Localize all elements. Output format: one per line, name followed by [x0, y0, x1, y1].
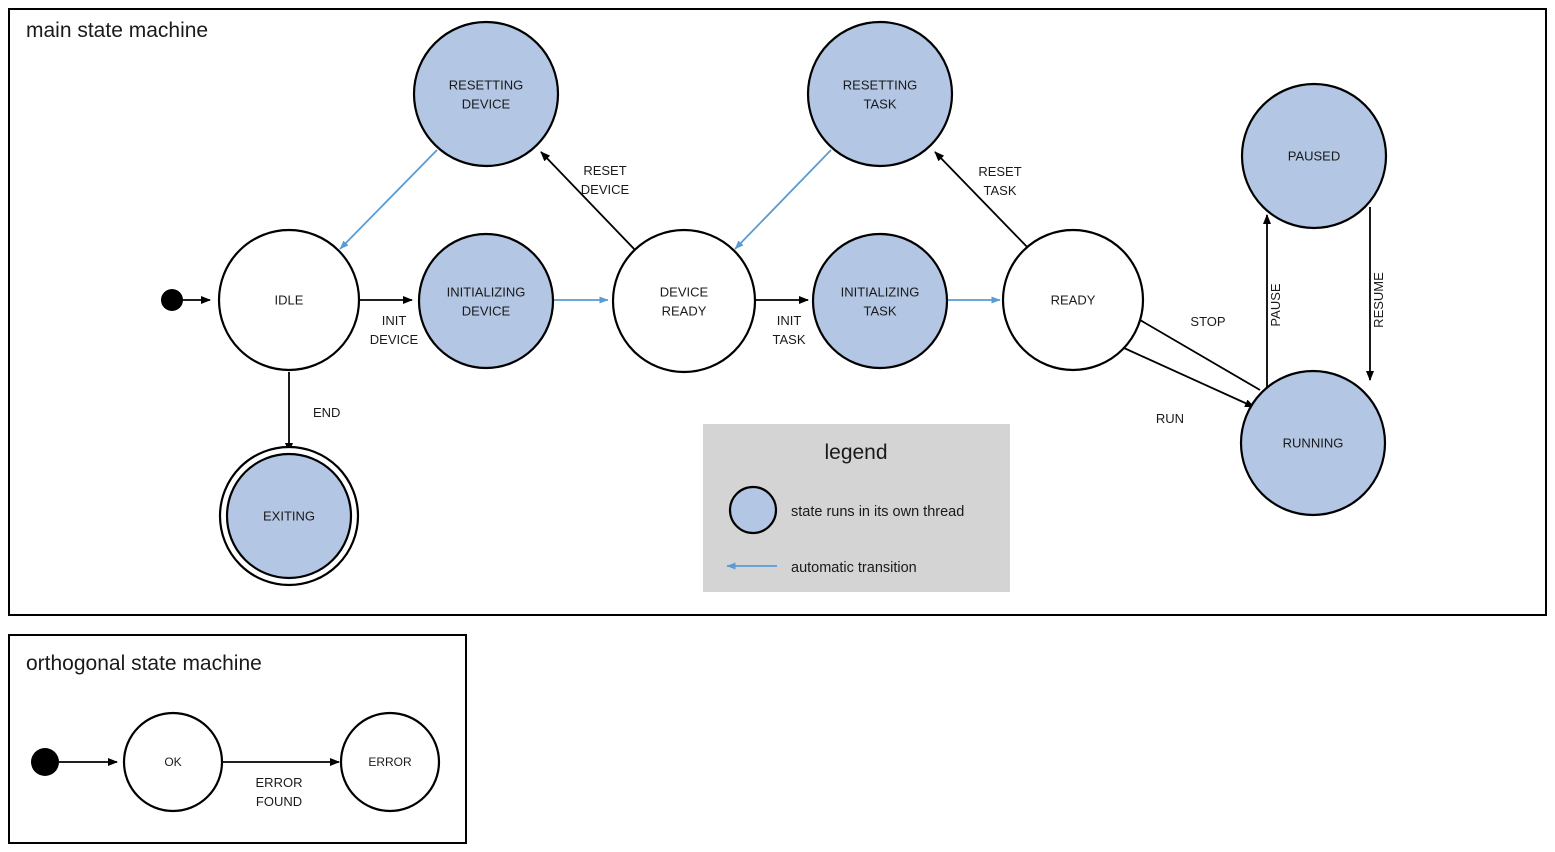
edge-label-init-device-line1: INIT — [382, 313, 407, 328]
edge-label-error-found-line1: ERROR — [256, 775, 303, 790]
state-label-resetting-device-line1: RESETTING — [449, 77, 523, 92]
edge-label-error-found-line2: FOUND — [256, 794, 302, 809]
edge-label-stop: STOP — [1190, 314, 1225, 329]
edge-resetting-task-to-device-ready — [734, 149, 832, 250]
state-node-resetting-device[interactable]: RESETTING DEVICE — [412, 20, 560, 168]
state-label-ready: READY — [1051, 292, 1096, 307]
state-label-device-ready-line1: DEVICE — [660, 284, 709, 299]
edge-device-ready-to-resetting-device — [540, 151, 638, 253]
state-shape-ready[interactable] — [1001, 228, 1145, 372]
state-shape-paused[interactable] — [1240, 82, 1388, 230]
edge-label-resume: RESUME — [1371, 272, 1386, 328]
state-label-resetting-task-line2: TASK — [864, 96, 897, 111]
legend-entry-threaded-state-text: state runs in its own thread — [791, 504, 964, 520]
edge-label-pause: PAUSE — [1268, 283, 1283, 326]
edge-label-reset-task-line2: TASK — [984, 183, 1017, 198]
edge-label-reset-device-line2: DEVICE — [581, 182, 630, 197]
edge-ready-to-resetting-task — [934, 151, 1033, 253]
state-shape-device-ready[interactable] — [611, 228, 757, 374]
state-label-initializing-device-line2: DEVICE — [462, 303, 511, 318]
state-node-paused[interactable]: PAUSED — [1240, 82, 1388, 230]
state-node-resetting-task[interactable]: RESETTING TASK — [806, 20, 954, 168]
edge-label-reset-task-line1: RESET — [978, 164, 1021, 179]
state-node-ok[interactable]: OK — [122, 711, 224, 813]
edge-label-run: RUN — [1156, 411, 1184, 426]
state-label-initializing-task-line1: INITIALIZING — [841, 284, 920, 299]
state-node-initializing-device[interactable]: INITIALIZING DEVICE — [417, 232, 555, 370]
edge-label-end: END — [313, 405, 340, 420]
state-label-error: ERROR — [368, 755, 412, 769]
state-label-initializing-device-line1: INITIALIZING — [447, 284, 526, 299]
edge-label-reset-device-line1: RESET — [583, 163, 626, 178]
state-shape-error[interactable] — [339, 711, 441, 813]
legend-swatch-circle-icon — [728, 485, 778, 535]
state-shape-ok[interactable] — [122, 711, 224, 813]
legend-title: legend — [824, 441, 887, 464]
state-shape-resetting-device[interactable] — [412, 20, 560, 168]
edge-label-init-task-line2: TASK — [773, 332, 806, 347]
state-shape-initializing-task[interactable] — [811, 232, 949, 370]
state-label-running: RUNNING — [1283, 435, 1344, 450]
main-frame-title: main state machine — [26, 19, 208, 42]
state-shape-idle[interactable] — [217, 228, 361, 372]
orthogonal-frame-title: orthogonal state machine — [26, 652, 262, 675]
state-shape-resetting-task[interactable] — [806, 20, 954, 168]
edge-resetting-device-to-idle — [339, 149, 438, 250]
state-node-device-ready[interactable]: DEVICE READY — [611, 228, 757, 374]
state-label-resetting-device-line2: DEVICE — [462, 96, 511, 111]
legend-entry-automatic-transition-text: automatic transition — [791, 560, 917, 576]
state-label-exiting: EXITING — [263, 508, 315, 523]
state-node-idle[interactable]: IDLE — [217, 228, 361, 372]
state-label-initializing-task-line2: TASK — [864, 303, 897, 318]
legend-box: legend state runs in its own thread auto… — [703, 424, 1010, 592]
state-shape-exiting[interactable] — [225, 452, 353, 580]
state-node-error[interactable]: ERROR — [339, 711, 441, 813]
edge-running-to-ready — [1127, 312, 1261, 391]
state-label-paused: PAUSED — [1288, 148, 1341, 163]
state-label-idle: IDLE — [275, 292, 304, 307]
edge-ready-to-running — [1123, 347, 1255, 408]
state-node-initializing-task[interactable]: INITIALIZING TASK — [811, 232, 949, 370]
state-node-running[interactable]: RUNNING — [1239, 369, 1387, 517]
legend-entry-threaded-state: state runs in its own thread — [728, 485, 964, 535]
state-shape-running[interactable] — [1239, 369, 1387, 517]
state-label-resetting-task-line1: RESETTING — [843, 77, 917, 92]
state-node-ready[interactable]: READY — [1001, 228, 1145, 372]
state-node-exiting[interactable]: EXITING — [218, 445, 360, 587]
initial-state-dot-main — [161, 289, 183, 311]
state-label-device-ready-line2: READY — [662, 303, 707, 318]
state-label-ok: OK — [164, 755, 181, 769]
edge-label-init-device-line2: DEVICE — [370, 332, 419, 347]
legend-entry-automatic-transition: automatic transition — [726, 560, 917, 576]
edge-label-init-task-line1: INIT — [777, 313, 802, 328]
state-shape-initializing-device[interactable] — [417, 232, 555, 370]
initial-state-dot-orthogonal — [31, 748, 59, 776]
